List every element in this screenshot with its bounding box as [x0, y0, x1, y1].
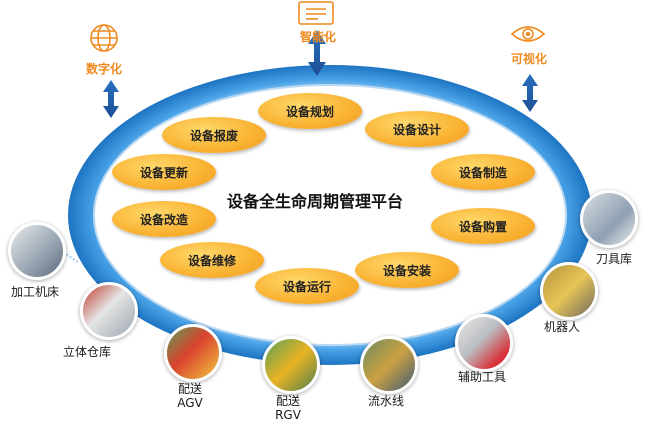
platform-title: 设备全生命周期管理平台	[226, 192, 403, 211]
label-rgv: 配送 RGV	[275, 394, 301, 422]
stage-planning: 设备规划	[258, 93, 362, 129]
photo-aux-tools	[455, 314, 513, 372]
label-tool-magazine: 刀具库	[595, 252, 632, 266]
stage-install: 设备安装	[355, 252, 459, 288]
screen-icon	[298, 1, 334, 25]
stage-scrap: 设备报废	[162, 117, 266, 153]
label-assembly-line: 流水线	[367, 394, 404, 408]
eye-icon	[510, 26, 546, 42]
photo-machine-tool	[8, 222, 66, 280]
label-warehouse: 立体仓库	[62, 345, 111, 359]
stage-purchase: 设备购置	[431, 208, 535, 244]
label-aux-tools: 辅助工具	[457, 370, 506, 384]
stage-design: 设备设计	[365, 111, 469, 147]
stage-retrofit: 设备改造	[112, 201, 216, 237]
photo-assembly-line	[360, 336, 418, 394]
arrow-smart	[308, 30, 326, 76]
photo-rgv	[262, 336, 320, 394]
stage-maintenance: 设备维修	[160, 242, 264, 278]
photo-agv	[164, 324, 222, 382]
photo-warehouse	[80, 282, 138, 340]
stage-renewal: 设备更新	[112, 154, 216, 190]
stage-manufacture: 设备制造	[431, 154, 535, 190]
label-digital: 数字化	[85, 62, 122, 76]
label-visual: 可视化	[510, 52, 547, 66]
arrow-visual	[522, 74, 538, 112]
label-machine-tool: 加工机床	[10, 285, 59, 299]
stage-operation: 设备运行	[255, 268, 359, 304]
photo-robot	[540, 262, 598, 320]
photo-tool-magazine	[580, 190, 638, 248]
globe-icon	[90, 24, 118, 52]
label-robot: 机器人	[544, 320, 581, 334]
arrow-digital	[103, 80, 119, 118]
label-agv: 配送 AGV	[177, 382, 203, 410]
label-smart: 智能化	[299, 30, 336, 44]
